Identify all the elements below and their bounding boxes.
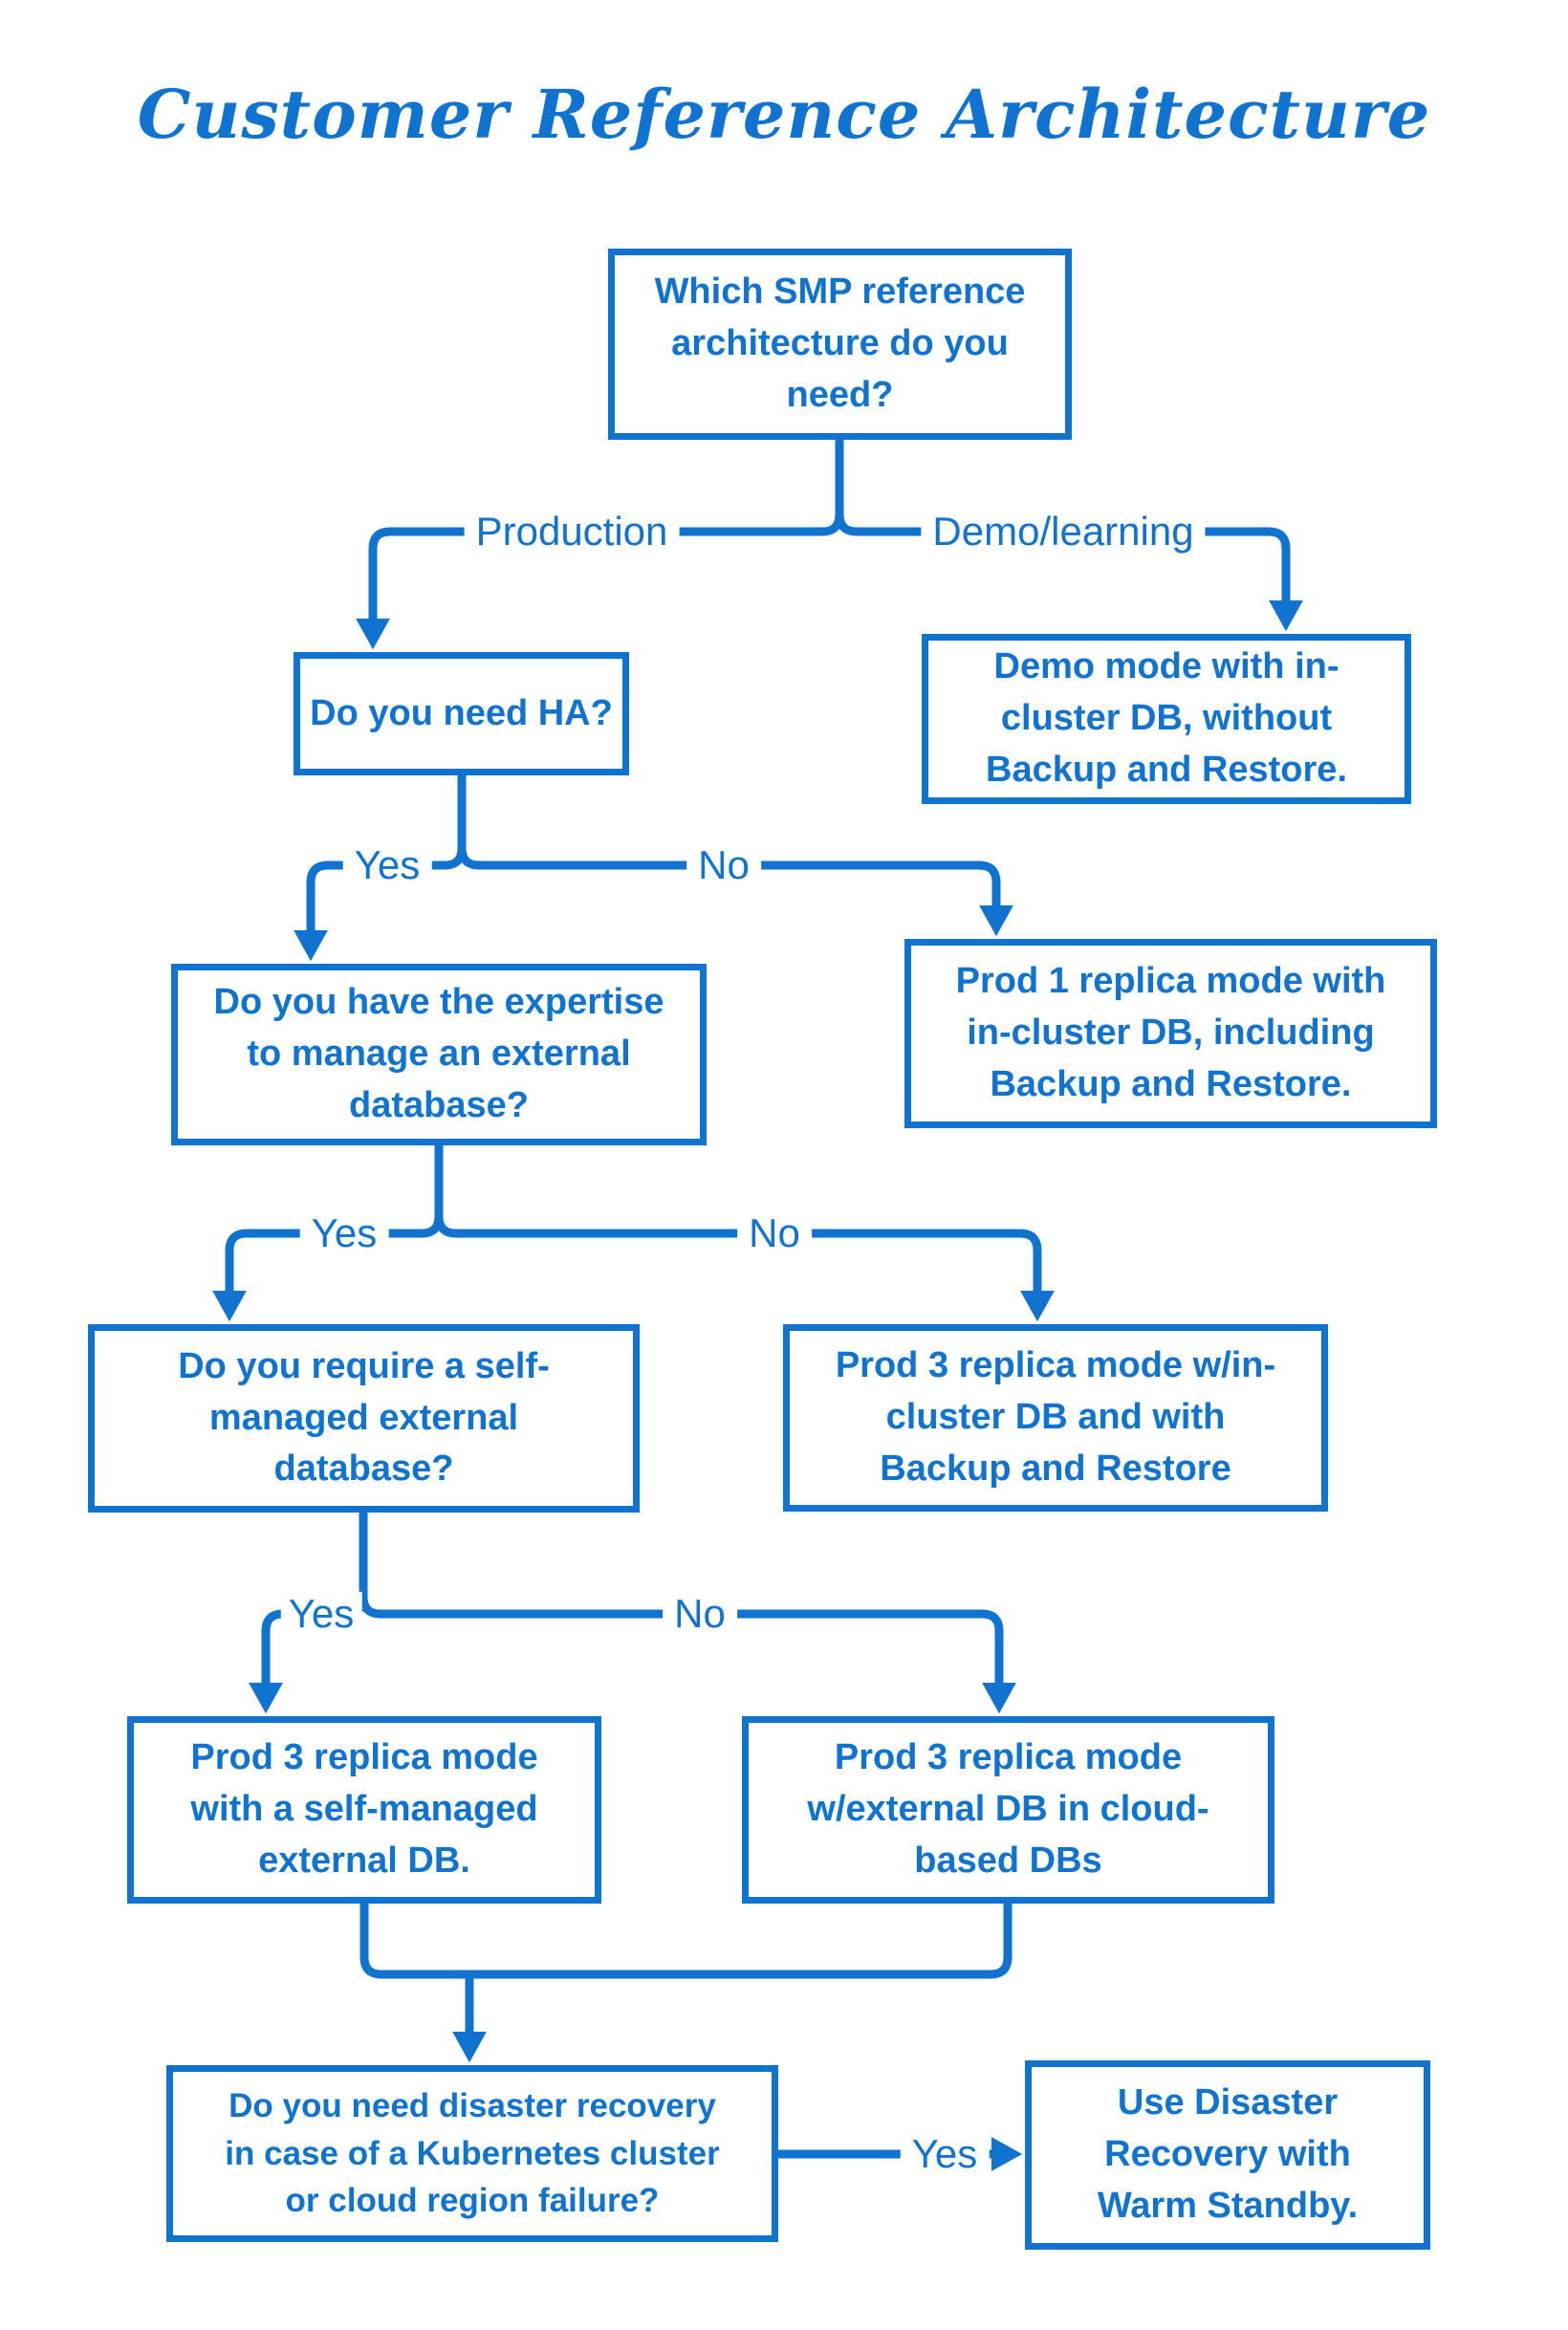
page-title: Customer Reference Architecture (137, 75, 1431, 154)
edge-label-production: Production (464, 509, 680, 555)
node-question-ha: Do you need HA? (294, 652, 629, 775)
edge-label-selfmanaged-no: No (663, 1591, 737, 1637)
node-outcome-warm-standby: Use Disaster Recovery with Warm Standby. (1025, 2060, 1430, 2250)
node-outcome-prod3-cloud: Prod 3 replica mode w/external DB in clo… (742, 1716, 1274, 1904)
edge-label-ha-yes: Yes (342, 842, 432, 888)
edge-merge-line (359, 1899, 1013, 1979)
node-question-expertise: Do you have the expertise to manage an e… (171, 964, 707, 1145)
edge-label-expertise-no: No (737, 1210, 812, 1256)
edge-ha-no-line (457, 843, 1013, 937)
node-question-disaster-recovery: Do you need disaster recovery in case of… (166, 2065, 778, 2242)
edge-label-ha-no: No (686, 842, 761, 888)
edge-label-selfmanaged-yes: Yes (280, 1591, 362, 1637)
node-question-self-managed: Do you require a self- managed external … (88, 1324, 640, 1513)
edge-expertise-no-line (434, 1211, 1055, 1322)
edge-label-dr-yes: Yes (900, 2131, 990, 2177)
node-outcome-prod1-incluster: Prod 1 replica mode with in-cluster DB, … (904, 939, 1437, 1128)
node-outcome-prod3-self-managed: Prod 3 replica mode with a self-managed … (127, 1716, 601, 1904)
edge-selfmanaged-no-line (359, 1592, 1016, 1714)
node-outcome-demo-mode: Demo mode with in- cluster DB, without B… (922, 634, 1411, 804)
node-question-architecture: Which SMP reference architecture do you … (608, 249, 1072, 440)
edge-label-expertise-yes: Yes (299, 1210, 389, 1256)
edge-demo-learning-line (835, 510, 1303, 632)
node-outcome-prod3-incluster: Prod 3 replica mode w/in- cluster DB and… (783, 1324, 1328, 1512)
edge-label-demo-learning: Demo/learning (921, 509, 1206, 555)
